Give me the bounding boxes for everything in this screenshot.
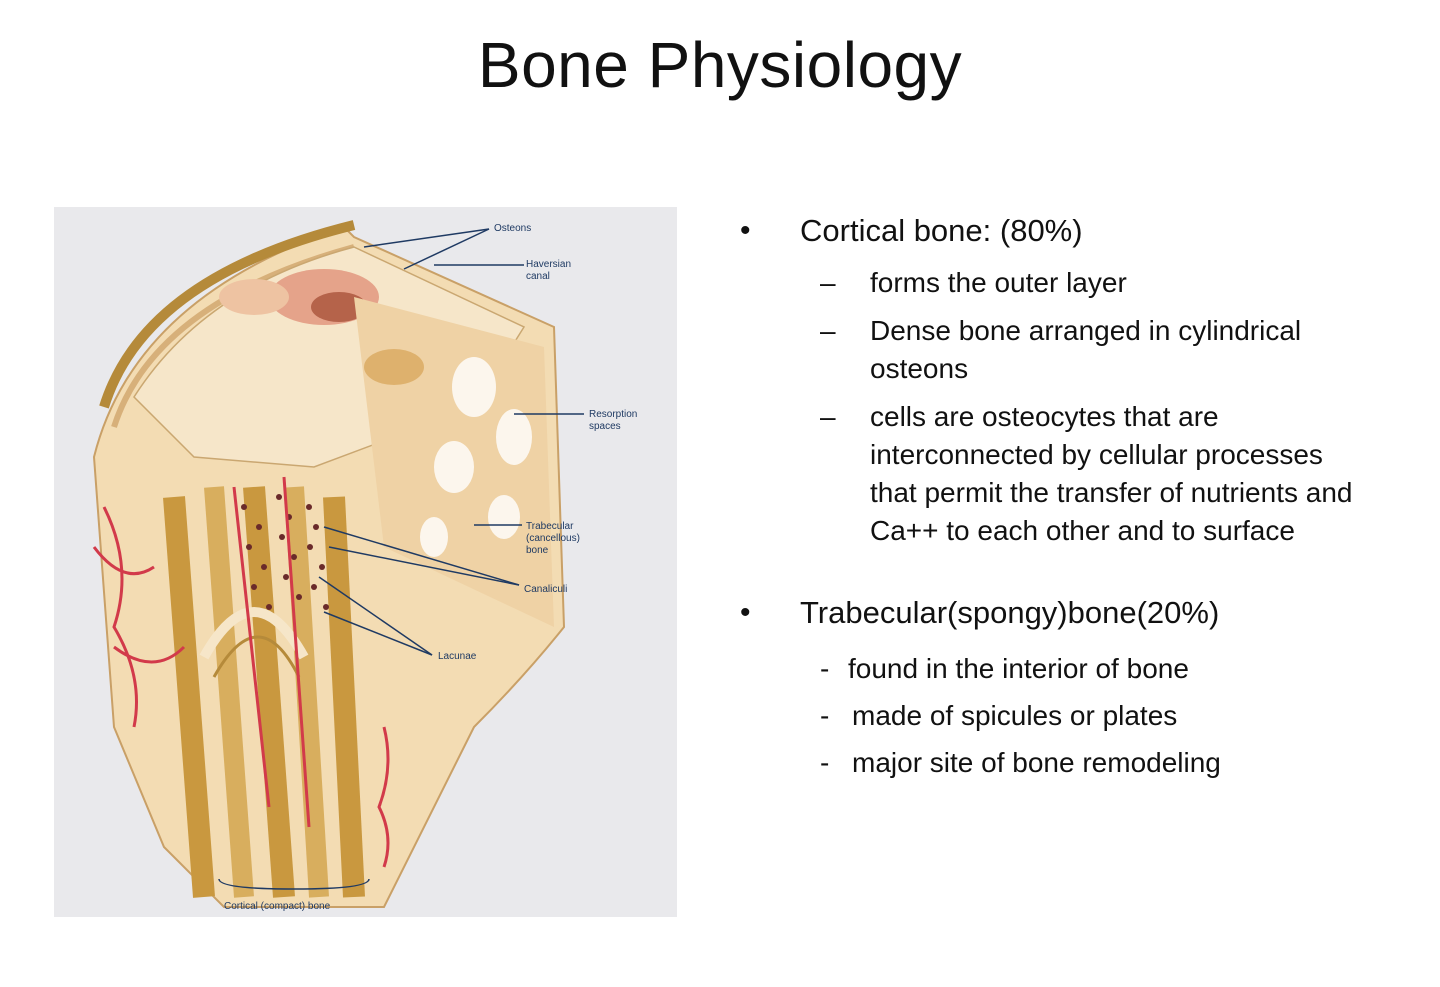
sub-bullet-marker: -: [820, 700, 830, 731]
sub-bullet-text: cells are osteocytes that are interconne…: [870, 401, 1353, 546]
bullet-marker: •: [740, 596, 751, 629]
sub-bullet-text: found in the interior of bone: [848, 653, 1189, 684]
label-lacunae: Lacunae: [438, 651, 477, 662]
label-trabecular-bone: Trabecular(cancellous)bone: [526, 521, 580, 556]
label-canaliculi: Canaliculi: [524, 584, 567, 595]
sub-bullet-marker: –: [820, 315, 836, 346]
bullet-text: Trabecular(spongy)bone(20%): [800, 595, 1220, 630]
sub-bullet-text: made of spicules or plates: [852, 700, 1178, 731]
sub-bullet-marker: –: [820, 267, 836, 298]
label-cortical-compact-bone: Cortical (compact) bone: [224, 901, 331, 912]
sub-bullet-text: major site of bone remodeling: [852, 747, 1221, 778]
sub-bullet-marker: –: [820, 401, 836, 432]
sub-bullet-marker: -: [820, 747, 830, 778]
sub-bullet-marker: -: [820, 653, 830, 684]
sub-bullet-text: forms the outer layer: [870, 267, 1127, 298]
bullet-marker: •: [740, 214, 751, 247]
sub-bullet-text: Dense bone arranged in cylindrical osteo…: [870, 315, 1302, 384]
label-osteons: Osteons: [494, 223, 531, 234]
slide-title: Bone Physiology: [477, 29, 963, 101]
bullet-text: Cortical bone: (80%): [800, 213, 1083, 248]
